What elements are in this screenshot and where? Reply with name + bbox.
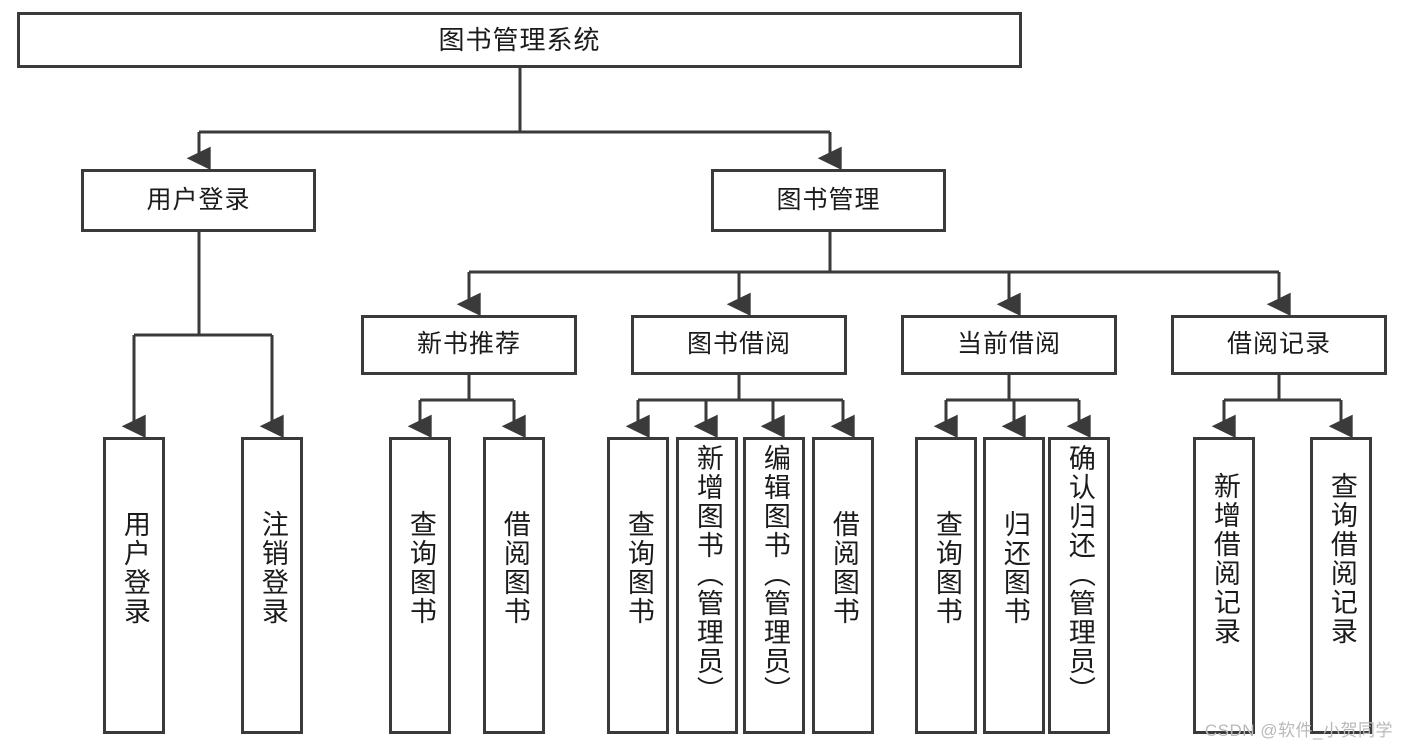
leaf-user-login[interactable]: 用户登录 (103, 437, 165, 734)
leaf-query-borrow-record[interactable]: 查询借阅记录 (1310, 437, 1372, 734)
leaf-borrow-book-recommend[interactable]: 借阅图书 (483, 437, 545, 734)
leaf-confirm-return-admin[interactable]: 确认归还（管理员） (1048, 437, 1110, 734)
node-label: 新增借阅记录 (1209, 472, 1240, 646)
node-new-book-recommend[interactable]: 新书推荐 (361, 315, 577, 375)
node-label: 借阅图书 (828, 510, 859, 626)
leaf-query-book-borrow[interactable]: 查询图书 (607, 437, 669, 734)
leaf-edit-book-admin[interactable]: 编辑图书（管理员） (743, 437, 805, 734)
node-current-borrow[interactable]: 当前借阅 (901, 315, 1117, 375)
leaf-add-book-admin[interactable]: 新增图书（管理员） (676, 437, 738, 734)
node-book-management[interactable]: 图书管理 (711, 169, 946, 232)
leaf-add-borrow-record[interactable]: 新增借阅记录 (1193, 437, 1255, 734)
node-label: 归还图书 (999, 510, 1030, 626)
node-label: 查询图书 (931, 510, 962, 626)
node-label: 图书管理 (776, 185, 881, 214)
node-label: 确认归还（管理员） (1064, 444, 1095, 705)
node-book-borrow[interactable]: 图书借阅 (631, 315, 847, 375)
node-label: 图书管理系统 (438, 24, 601, 55)
watermark-text: CSDN @软件_小贺同学 (1204, 721, 1393, 740)
node-label: 用户登录 (146, 185, 251, 214)
node-book-management-system[interactable]: 图书管理系统 (17, 12, 1022, 68)
node-label: 新增图书（管理员） (692, 444, 723, 705)
leaf-user-logout[interactable]: 注销登录 (241, 437, 303, 734)
leaf-borrow-book-borrow[interactable]: 借阅图书 (812, 437, 874, 734)
node-label: 注销登录 (257, 510, 288, 626)
node-label: 查询图书 (623, 510, 654, 626)
node-label: 新书推荐 (416, 330, 521, 359)
node-label: 当前借阅 (956, 330, 1061, 359)
node-label: 查询借阅记录 (1326, 472, 1357, 646)
node-borrow-record[interactable]: 借阅记录 (1171, 315, 1387, 375)
node-label: 图书借阅 (686, 330, 791, 359)
leaf-return-book[interactable]: 归还图书 (983, 437, 1045, 734)
node-label: 借阅记录 (1226, 330, 1331, 359)
node-label: 查询图书 (405, 510, 436, 626)
node-label: 用户登录 (119, 510, 150, 626)
node-label: 编辑图书（管理员） (759, 444, 790, 705)
node-label: 借阅图书 (499, 510, 530, 626)
leaf-query-book-current[interactable]: 查询图书 (915, 437, 977, 734)
node-user-login[interactable]: 用户登录 (81, 169, 316, 232)
leaf-query-book-recommend[interactable]: 查询图书 (389, 437, 451, 734)
